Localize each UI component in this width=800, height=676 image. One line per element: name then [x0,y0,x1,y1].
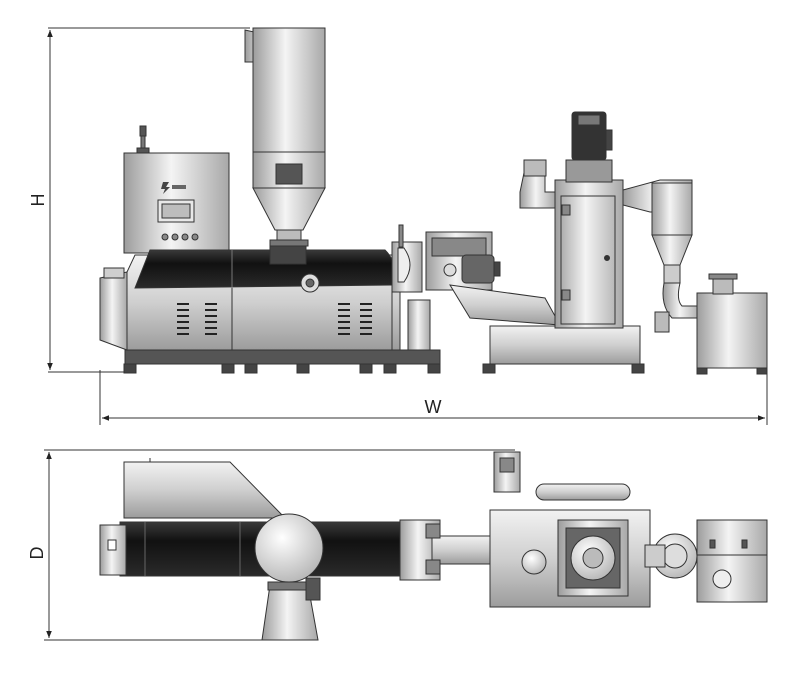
hopper-silo [252,27,326,189]
die-head [391,241,423,293]
die-flange [397,247,411,283]
depth-dimension [44,449,515,641]
cabinet-top-view [123,461,287,519]
signal-tower-lamp [136,125,150,154]
pelletizer-motor [461,254,495,284]
base-frame [124,349,441,365]
cabinet-indicator-lights [161,233,199,241]
width-dimension [99,370,768,425]
drying-unit-cabinet [554,179,624,329]
side-elevation [99,27,768,375]
drying-unit-base [489,325,641,365]
silo-top-view [254,513,324,583]
hopper-sight-window [275,163,303,185]
feed-throat [269,243,307,265]
vent-grilles [177,303,372,335]
height-dimension [47,27,250,373]
support-leg [407,299,431,351]
motor-housing [99,271,128,351]
height-label: H [28,194,48,207]
cyclone-body [651,182,693,236]
blower-box-top-view [696,519,768,603]
top-motor-plan [535,483,631,501]
blower-box [696,292,768,369]
conveying-chute [449,284,561,326]
inlet-pipe-top-view [521,549,547,575]
brand-logo-icon [161,182,186,194]
depth-label: D [27,547,47,560]
top-plan [99,451,768,641]
cyclone-cone [651,234,693,266]
leveling-feet [123,363,768,375]
barrel-cover [134,249,396,289]
hopper-cone [252,187,326,231]
width-label: W [425,397,442,417]
drying-unit-top [565,159,613,183]
